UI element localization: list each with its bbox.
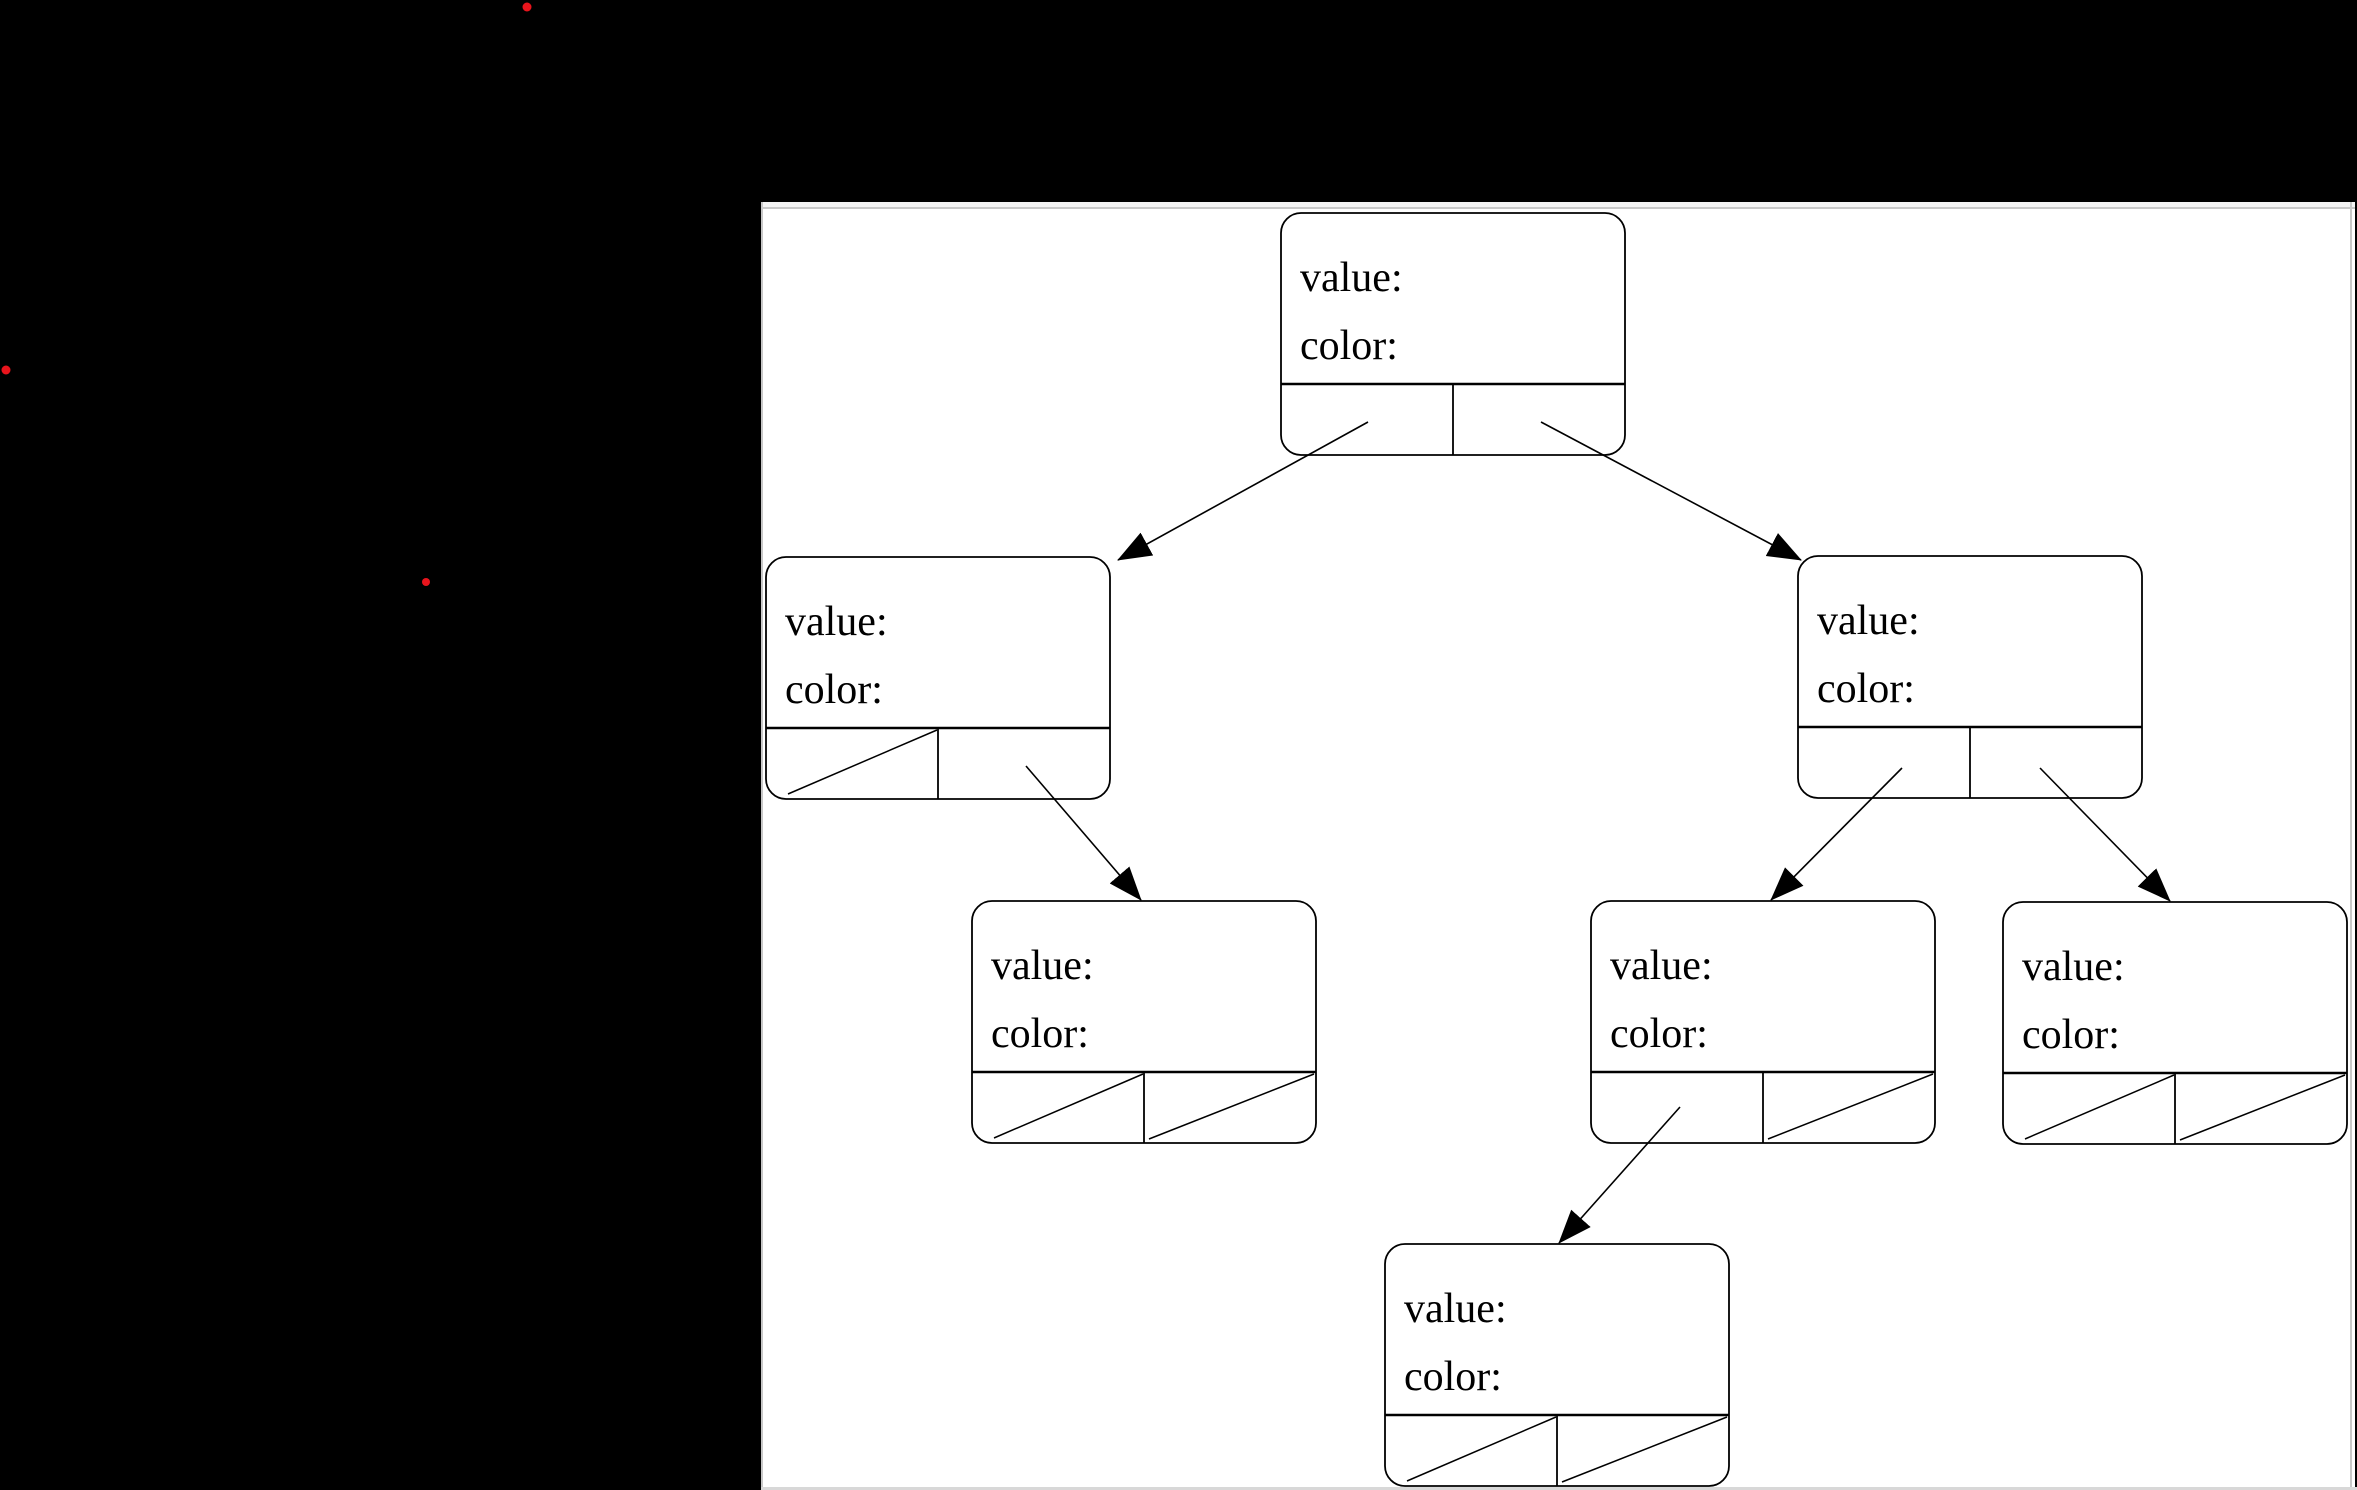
node-color-label: color: [1610, 1011, 1708, 1057]
tree-node-root: value: color: [1280, 212, 1626, 456]
pointer-edges-layer [1025, 421, 2171, 1244]
node-value-label: value: [1817, 598, 1920, 644]
node-value-label: value: [991, 943, 1094, 989]
window-right-border [2350, 202, 2352, 1490]
tree-node-right-left-left: value: color: [1384, 1243, 1730, 1487]
red-annotation-dot [422, 578, 430, 586]
window-top-strip [761, 202, 2355, 207]
pointer-arrow-right-left [1770, 767, 1903, 901]
window-top-border [761, 207, 2355, 209]
node-color-label: color: [991, 1011, 1089, 1057]
node-color-label: color: [785, 667, 883, 713]
pointer-arrow-right-left-left [1558, 1106, 1681, 1244]
pointer-arrow-root-left [1117, 421, 1369, 561]
node-color-label: color: [2022, 1012, 2120, 1058]
node-color-label: color: [1817, 666, 1915, 712]
tree-node-right-right: value: color: [2002, 901, 2348, 1145]
red-annotation-dot [1, 365, 11, 375]
node-color-label: color: [1300, 323, 1398, 369]
left-pointer-null-slash [1406, 1416, 1557, 1482]
tree-node-right-left: value: color: [1590, 900, 1936, 1144]
right-pointer-null-slash [2179, 1074, 2346, 1141]
node-value-label: value: [785, 599, 888, 645]
right-pointer-null-slash [1767, 1073, 1934, 1140]
right-pointer-null-slash [1561, 1416, 1728, 1483]
left-pointer-null-slash [2024, 1074, 2175, 1140]
tree-node-right: value: color: [1797, 555, 2143, 799]
node-value-label: value: [1610, 943, 1713, 989]
tree-node-left: value: color: [765, 556, 1111, 800]
node-color-label: color: [1404, 1354, 1502, 1400]
node-value-label: value: [2022, 944, 2125, 990]
node-value-label: value: [1404, 1286, 1507, 1332]
pointer-arrow-left-right [1025, 765, 1142, 901]
window-left-border [761, 202, 763, 1490]
annotation-dots-layer [1, 2, 532, 586]
pointer-arrow-right-right [2039, 767, 2171, 902]
tree-node-left-right: value: color: [971, 900, 1317, 1144]
window-right-outer-edge [2355, 202, 2357, 1490]
red-annotation-dot [522, 2, 532, 12]
left-pointer-null-slash [993, 1073, 1144, 1139]
left-pointer-null-slash [787, 729, 938, 795]
window-bottom-border [761, 1487, 2357, 1490]
node-value-label: value: [1300, 255, 1403, 301]
tree-nodes-layer: value:color:value:color:value:color:valu… [765, 212, 2348, 1487]
pointer-arrow-root-right [1540, 421, 1802, 561]
right-pointer-null-slash [1148, 1073, 1315, 1140]
